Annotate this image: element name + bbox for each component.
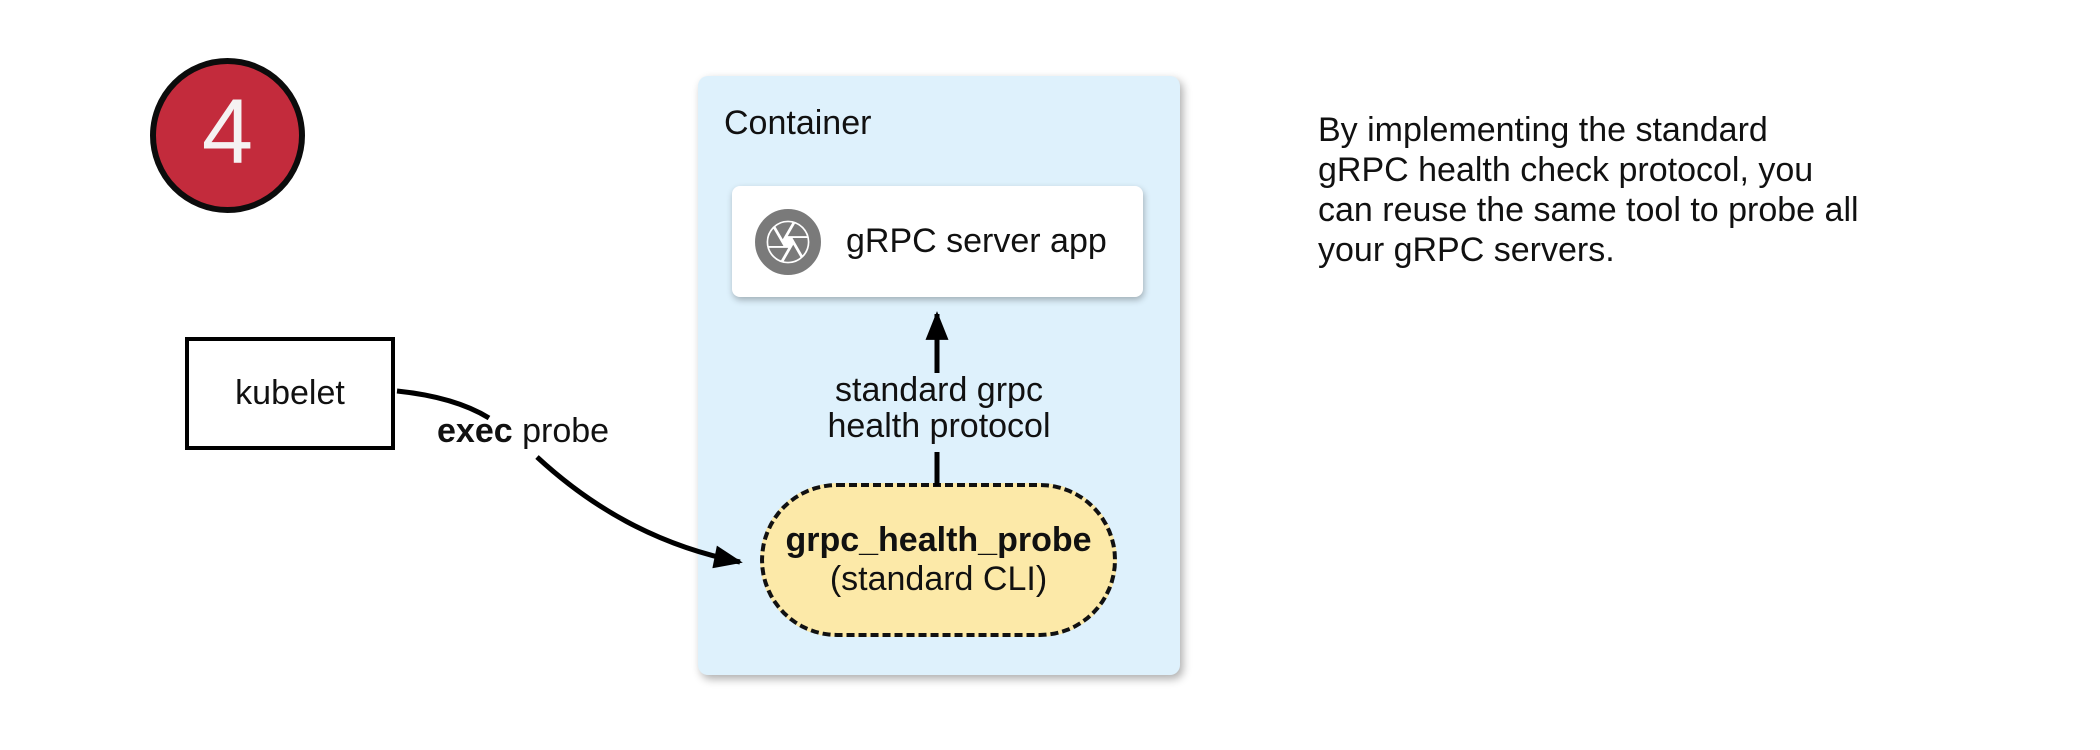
grpc-server-app-box: gRPC server app — [732, 186, 1143, 297]
side-note-line: gRPC health check protocol, you — [1318, 151, 1814, 189]
health-protocol-line1: standard grpc — [835, 371, 1043, 409]
container-title: Container — [724, 104, 872, 142]
container-box: Container gRPC server app standard grpc … — [698, 76, 1180, 675]
grpc-health-probe-pill: grpc_health_probe (standard CLI) — [760, 483, 1117, 637]
aperture-shutter-icon — [755, 208, 821, 275]
side-note-line: your gRPC servers. — [1318, 231, 1615, 269]
step-number: 4 — [201, 80, 254, 183]
step-number-badge: 4 — [150, 58, 305, 213]
side-note: By implementing the standard gRPC health… — [1318, 110, 1859, 270]
exec-probe-label-bold: exec — [437, 412, 513, 450]
side-note-line: By implementing the standard — [1318, 111, 1768, 149]
health-protocol-label: standard grpc health protocol — [827, 372, 1050, 444]
exec-probe-label: exec probe — [437, 412, 609, 451]
kubelet-box: kubelet — [185, 337, 395, 450]
exec-probe-label-rest: probe — [512, 412, 610, 450]
kubelet-label: kubelet — [235, 374, 345, 412]
health-protocol-line2: health protocol — [827, 407, 1051, 445]
grpc-health-probe-subtitle: (standard CLI) — [829, 560, 1048, 598]
side-note-line: can reuse the same tool to probe all — [1318, 191, 1859, 229]
grpc-health-probe-name: grpc_health_probe — [785, 521, 1092, 559]
grpc-server-app-label: gRPC server app — [846, 222, 1107, 260]
